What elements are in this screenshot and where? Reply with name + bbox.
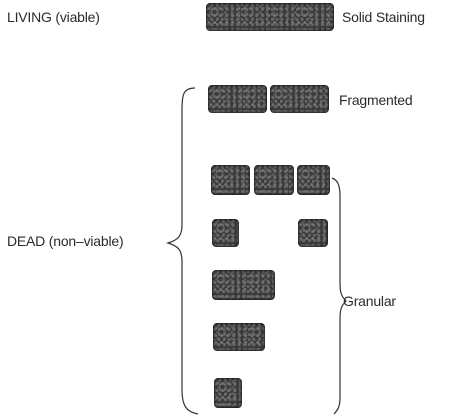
dead-brace	[168, 88, 198, 414]
granular-label: Granular	[343, 293, 396, 309]
granular-block	[214, 378, 242, 408]
fragmented-block	[208, 85, 267, 113]
granular-block	[254, 165, 294, 195]
granular-block	[212, 219, 239, 247]
granular-block	[212, 270, 275, 300]
living-label: LIVING (viable)	[7, 9, 100, 25]
granular-block	[213, 323, 265, 351]
fragmented-block	[270, 85, 329, 113]
solid-staining-label: Solid Staining	[342, 9, 425, 25]
fragmented-label: Fragmented	[339, 92, 412, 108]
dead-label: DEAD (non–viable)	[7, 233, 123, 249]
granular-block	[297, 165, 330, 195]
solid-stained-block	[206, 3, 334, 31]
granular-block	[211, 165, 250, 195]
granular-block	[298, 219, 328, 247]
